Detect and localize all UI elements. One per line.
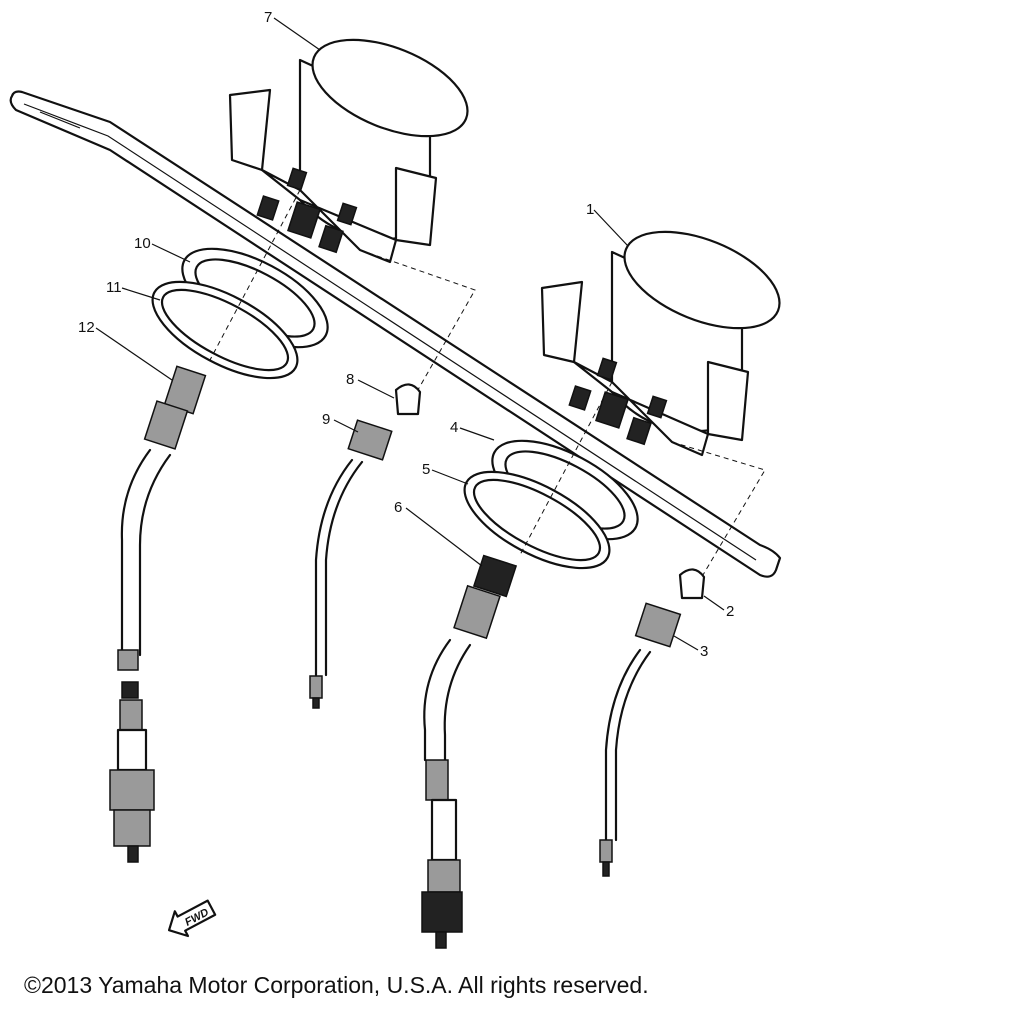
callout-4: 4 [450,419,458,436]
callout-5: 5 [422,461,430,478]
callout-3: 3 [700,643,708,660]
callout-9: 9 [322,411,330,428]
meter-bracket [9,90,782,578]
meter-assembly-7 [228,38,469,264]
copyright-notice: ©2013 Yamaha Motor Corporation, U.S.A. A… [24,972,649,998]
callout-10: 10 [134,235,151,252]
bulb-2 [678,568,706,600]
washer-5 [463,470,611,570]
fwd-arrow-icon: FWD [167,899,217,938]
speedometer-cable-6 [421,554,518,949]
washer-11 [151,280,299,380]
callout-12: 12 [78,319,95,336]
callout-8: 8 [346,371,354,388]
callout-2: 2 [726,603,734,620]
assembly-lines [209,189,766,581]
callout-6: 6 [394,499,402,516]
socket-cord-3 [599,602,682,877]
callout-7: 7 [264,9,272,26]
socket-cord-9 [309,419,393,709]
leader-lines [95,17,725,651]
meter-assembly-1 [540,230,781,457]
tachometer-cable-12 [109,365,207,863]
bulb-8 [394,383,422,416]
callout-11: 11 [106,279,122,296]
callout-1: 1 [586,201,594,218]
callout-labels: 7 1 10 11 12 8 9 4 5 6 2 3 [78,9,734,660]
